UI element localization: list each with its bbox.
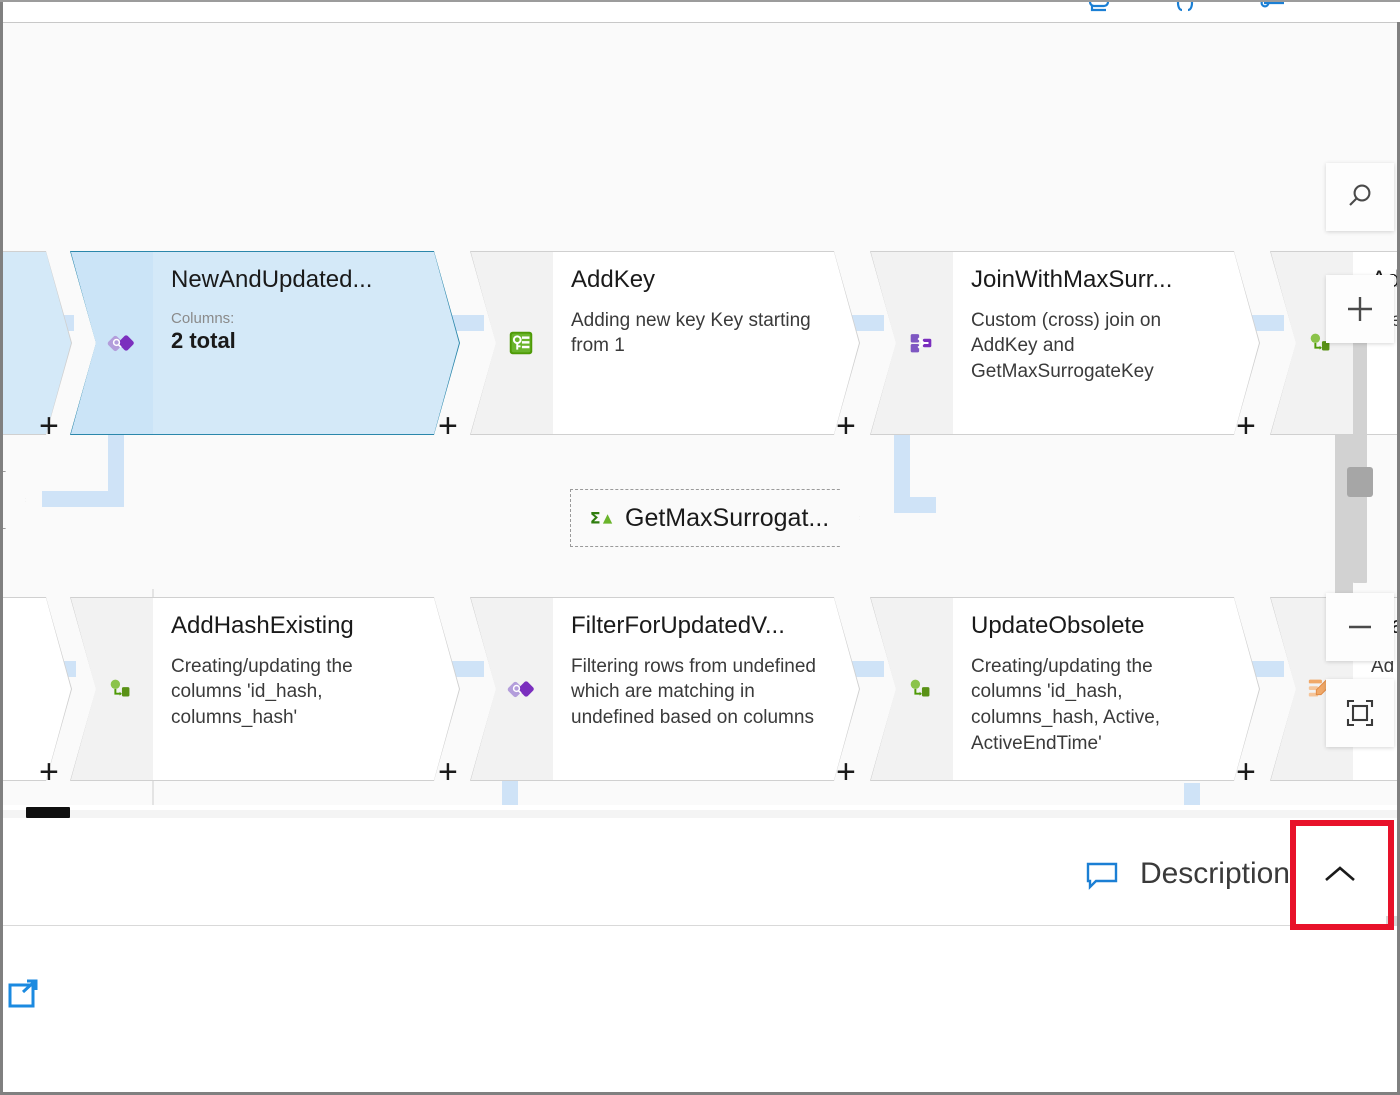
node-icon-column	[871, 252, 953, 434]
node-description: Custom (cross) join on AddKey and GetMax…	[971, 309, 1162, 382]
zoom-slider-thumb[interactable]	[1347, 467, 1373, 497]
node-inner	[0, 598, 71, 780]
connector-branch	[894, 497, 936, 513]
window-bottom-border	[0, 1092, 1400, 1095]
description-bar: Description	[2, 822, 1398, 926]
node-inner: UpdateObsolete Creating/updating the col…	[871, 598, 1259, 780]
node-body: AddKey Adding new key Key starting from …	[553, 252, 859, 434]
surrogate-key-icon	[506, 328, 536, 358]
node-columns-label: Columns:	[171, 309, 235, 327]
search-icon[interactable]	[1326, 163, 1394, 231]
node-title: JoinWithMaxSurr...	[971, 266, 1173, 293]
node-title: AddHashExisting	[171, 612, 354, 639]
collapsed-node-label: GetMaxSurrogat...	[625, 503, 830, 532]
settings-slider-icon[interactable]	[1254, 0, 1288, 20]
node-body: FilterForUpdatedV... Filtering rows from…	[553, 598, 859, 780]
node-inner: NewAndUpdated... Columns: 2 total	[71, 252, 459, 434]
stream-node-partial-left-bottom[interactable]	[0, 597, 72, 781]
connector-branch	[42, 491, 124, 507]
add-step-button[interactable]: +	[836, 753, 856, 791]
stream-node-add-key[interactable]: AddKey Adding new key Key starting from …	[470, 251, 860, 435]
node-icon-column	[471, 252, 553, 434]
scrollbar-track[interactable]	[2, 810, 1400, 818]
node-inner: JoinWithMaxSurr... Custom (cross) join o…	[871, 252, 1259, 434]
dataflow-graph[interactable]: +	[0, 23, 1400, 812]
add-step-button[interactable]: +	[39, 407, 59, 445]
stream-node-partial-left[interactable]	[0, 251, 72, 435]
add-step-button[interactable]: +	[1236, 407, 1256, 445]
add-step-button[interactable]: +	[438, 753, 458, 791]
node-icon-column	[471, 598, 553, 780]
aggregate-icon: Σ	[589, 505, 615, 531]
node-body	[0, 252, 71, 434]
exists-icon	[506, 674, 536, 704]
collapsed-node-partial-left[interactable]: ng	[0, 471, 26, 529]
open-in-new-icon[interactable]	[6, 976, 42, 1012]
node-inner: FilterForUpdatedV... Filtering rows from…	[471, 598, 859, 780]
node-title: NewAndUpdated...	[171, 266, 373, 293]
node-title: FilterForUpdatedV...	[571, 612, 785, 639]
canvas-horizontal-scrollbar[interactable]	[2, 805, 1400, 821]
connector-branch	[502, 779, 518, 812]
node-inner: AddHashExisting Creating/updating the co…	[71, 598, 459, 780]
description-panel	[2, 926, 1398, 1095]
stream-node-filter-for-updated[interactable]: FilterForUpdatedV... Filtering rows from…	[470, 597, 860, 781]
node-title: AddKey	[571, 266, 656, 293]
comment-bubble-icon	[1082, 854, 1122, 894]
zoom-slider-track[interactable]	[1347, 291, 1373, 583]
node-icon-column	[71, 598, 153, 780]
add-step-button[interactable]: +	[438, 407, 458, 445]
node-body	[0, 598, 71, 780]
add-step-button[interactable]: +	[836, 407, 856, 445]
connector-branch	[1184, 783, 1200, 812]
description-collapse-button[interactable]	[1290, 822, 1390, 926]
node-description: Creating/updating the columns 'id_hash, …	[171, 655, 353, 728]
node-icon-column	[71, 252, 153, 434]
derived-column-icon	[1306, 328, 1336, 358]
stream-node-new-and-updated[interactable]: NewAndUpdated... Columns: 2 total	[70, 251, 460, 435]
node-body: UpdateObsolete Creating/updating the col…	[953, 598, 1259, 780]
add-step-button[interactable]: +	[1236, 753, 1256, 791]
dataflow-canvas[interactable]: +	[0, 22, 1400, 812]
node-inner: AddKey Adding new key Key starting from …	[471, 252, 859, 434]
join-icon	[906, 328, 936, 358]
window-left-border	[0, 0, 3, 1095]
exists-icon	[106, 328, 136, 358]
node-title: UpdateObsolete	[971, 612, 1145, 639]
collapsed-node-get-max-surrogate[interactable]: Σ GetMaxSurrogat...	[570, 489, 860, 547]
stream-node-add-hash-existing[interactable]: AddHashExisting Creating/updating the co…	[70, 597, 460, 781]
svg-text:Σ: Σ	[590, 509, 601, 528]
window-top-border	[0, 0, 1400, 2]
node-body: NewAndUpdated... Columns: 2 total	[153, 252, 459, 434]
description-label: Description	[1139, 856, 1290, 890]
minus-icon[interactable]	[1326, 593, 1394, 661]
node-columns-value: 2 total	[171, 327, 236, 353]
braces-icon[interactable]	[1168, 0, 1202, 20]
node-description: Creating/updating the columns 'id_hash, …	[971, 655, 1161, 754]
add-step-button[interactable]: +	[39, 753, 59, 791]
window-right-border	[1397, 22, 1400, 1095]
description-group[interactable]: Description	[1082, 854, 1290, 894]
connector-branch	[894, 427, 910, 509]
node-icon-column	[871, 598, 953, 780]
fit-to-screen-icon[interactable]	[1326, 679, 1394, 747]
derived-column-icon	[106, 674, 136, 704]
stream-node-update-obsolete[interactable]: UpdateObsolete Creating/updating the col…	[870, 597, 1260, 781]
node-inner	[0, 252, 71, 434]
node-body: AddHashExisting Creating/updating the co…	[153, 598, 459, 780]
node-body: JoinWithMaxSurr... Custom (cross) join o…	[953, 252, 1259, 434]
stream-node-join-with-max-surrogate[interactable]: JoinWithMaxSurr... Custom (cross) join o…	[870, 251, 1260, 435]
pin-icon[interactable]	[1082, 0, 1116, 20]
scrollbar-thumb[interactable]	[26, 807, 70, 818]
plus-icon[interactable]	[1326, 275, 1394, 343]
derived-column-icon	[906, 674, 936, 704]
node-description: Filtering rows from undefined which are …	[571, 655, 816, 728]
toolbar-icon-group	[1082, 0, 1288, 20]
top-toolbar	[0, 0, 1400, 22]
node-description: Adding new key Key starting from 1	[571, 309, 811, 357]
connector-branch	[108, 433, 124, 505]
